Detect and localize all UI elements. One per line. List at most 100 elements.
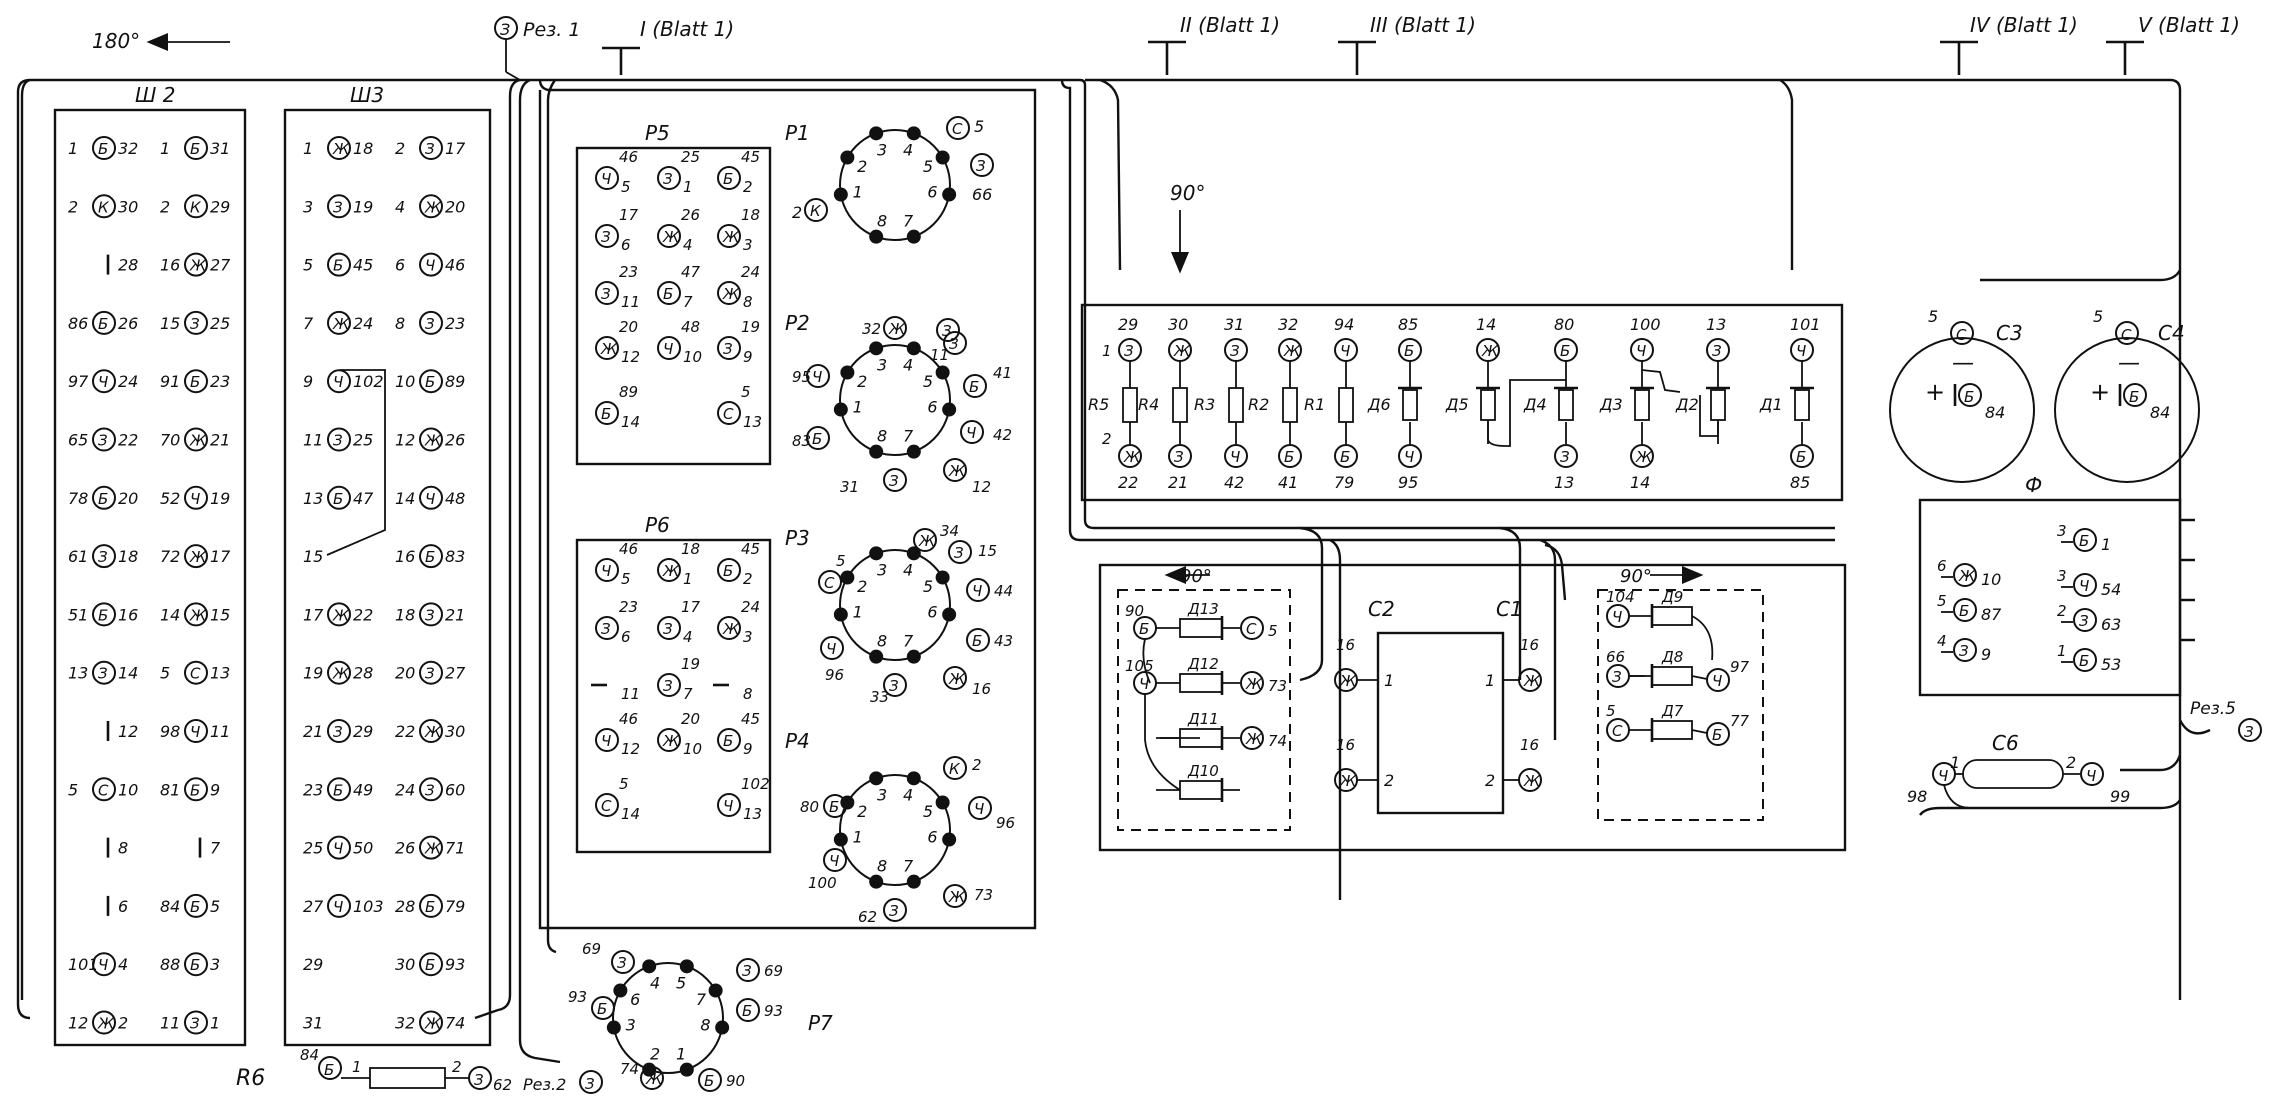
wire-color xyxy=(327,252,351,277)
wire-number: 49 xyxy=(353,780,373,799)
relay-contact xyxy=(642,959,657,974)
svg-text:31: 31 xyxy=(840,478,859,496)
terminal-letter: З xyxy=(333,432,343,450)
pin-number: 17 xyxy=(303,605,324,624)
svg-text:5: 5 xyxy=(741,383,751,401)
terminal xyxy=(657,558,681,582)
svg-text:20: 20 xyxy=(619,318,638,336)
svg-text:34: 34 xyxy=(940,522,959,540)
terminal xyxy=(936,318,960,342)
svg-text:87: 87 xyxy=(1981,605,2002,624)
svg-text:69: 69 xyxy=(582,940,601,958)
wire-color xyxy=(419,893,443,918)
terminal-letter: Ч xyxy=(425,257,435,275)
svg-text:2: 2 xyxy=(972,756,982,774)
svg-text:53: 53 xyxy=(2101,655,2121,674)
svg-text:5: 5 xyxy=(619,775,629,793)
svg-text:84: 84 xyxy=(300,1046,319,1064)
svg-text:46: 46 xyxy=(619,540,638,558)
svg-text:Р3: Р3 xyxy=(785,526,810,550)
contact-number: 8 xyxy=(877,427,887,446)
svg-text:19: 19 xyxy=(681,655,700,673)
pin-number: 5 xyxy=(303,256,313,275)
relay-contact xyxy=(833,402,848,417)
pin-number: 29 xyxy=(303,955,323,974)
terminal xyxy=(943,458,967,482)
pin-number: 2 xyxy=(160,197,170,216)
svg-text:43: 43 xyxy=(994,632,1013,650)
terminal-letter: Ж xyxy=(1523,772,1541,790)
svg-text:5: 5 xyxy=(1937,592,1947,610)
terminal-letter: Б xyxy=(425,373,435,391)
terminal-letter: Ж xyxy=(1245,675,1263,693)
contact-number: 3 xyxy=(626,1016,636,1035)
svg-text:2: 2 xyxy=(2066,753,2076,772)
wire-color xyxy=(419,777,443,802)
wire-number: 45 xyxy=(353,256,373,275)
wire-color xyxy=(184,252,208,277)
svg-text:97: 97 xyxy=(1730,658,1750,676)
svg-text:29: 29 xyxy=(1118,315,1138,334)
svg-text:95: 95 xyxy=(1398,473,1418,492)
terminal-letter: З xyxy=(601,285,611,303)
svg-text:Б: Б xyxy=(2129,388,2139,406)
terminal-letter: Ж xyxy=(722,228,740,246)
svg-text:98: 98 xyxy=(1907,787,1927,806)
wire-number: 1 xyxy=(210,1014,220,1033)
wire-number: 19 xyxy=(353,197,373,216)
wire-number: 17 xyxy=(210,547,231,566)
terminal xyxy=(1953,598,1977,622)
terminal-letter: Б xyxy=(333,257,343,275)
terminal xyxy=(595,336,619,360)
wire-color xyxy=(419,719,443,743)
pin-row: 5 Б 45 xyxy=(303,252,373,277)
svg-text:II (Blatt 1): II (Blatt 1) xyxy=(1180,13,1280,37)
relay-contact xyxy=(942,832,957,847)
svg-text:10: 10 xyxy=(1981,570,2001,589)
relay-contact xyxy=(935,365,950,380)
svg-text:89: 89 xyxy=(619,383,638,401)
svg-text:16: 16 xyxy=(1336,736,1355,754)
svg-text:9: 9 xyxy=(743,740,753,758)
svg-text:6: 6 xyxy=(1937,557,1947,575)
svg-text:З: З xyxy=(474,1071,484,1089)
terminal xyxy=(883,316,907,340)
svg-text:46: 46 xyxy=(619,710,638,728)
terminal-letter: Б xyxy=(829,798,839,816)
wire-number: 60 xyxy=(445,780,465,799)
terminal-letter: Ж xyxy=(189,606,207,624)
svg-text:73: 73 xyxy=(1268,677,1287,695)
wire-color xyxy=(419,660,443,685)
svg-text:104: 104 xyxy=(1606,588,1635,606)
terminal-letter: К xyxy=(98,198,110,216)
svg-text:23: 23 xyxy=(619,598,638,616)
svg-text:С: С xyxy=(1956,326,1967,344)
relay-contact xyxy=(679,1062,694,1077)
wire-color xyxy=(184,194,208,219)
svg-text:41: 41 xyxy=(993,364,1012,382)
pin-number: 24 xyxy=(395,780,415,799)
terminal xyxy=(968,796,992,820)
terminal xyxy=(2073,608,2097,632)
relay-contact xyxy=(715,1020,730,1035)
wire-color xyxy=(92,544,116,569)
wire-number: 29 xyxy=(353,722,373,741)
relay-contact xyxy=(942,607,957,622)
svg-text:45: 45 xyxy=(741,148,760,166)
terminal-letter: З xyxy=(663,677,673,695)
terminal-letter: С xyxy=(952,120,963,138)
pin-number: 91 xyxy=(160,372,180,391)
